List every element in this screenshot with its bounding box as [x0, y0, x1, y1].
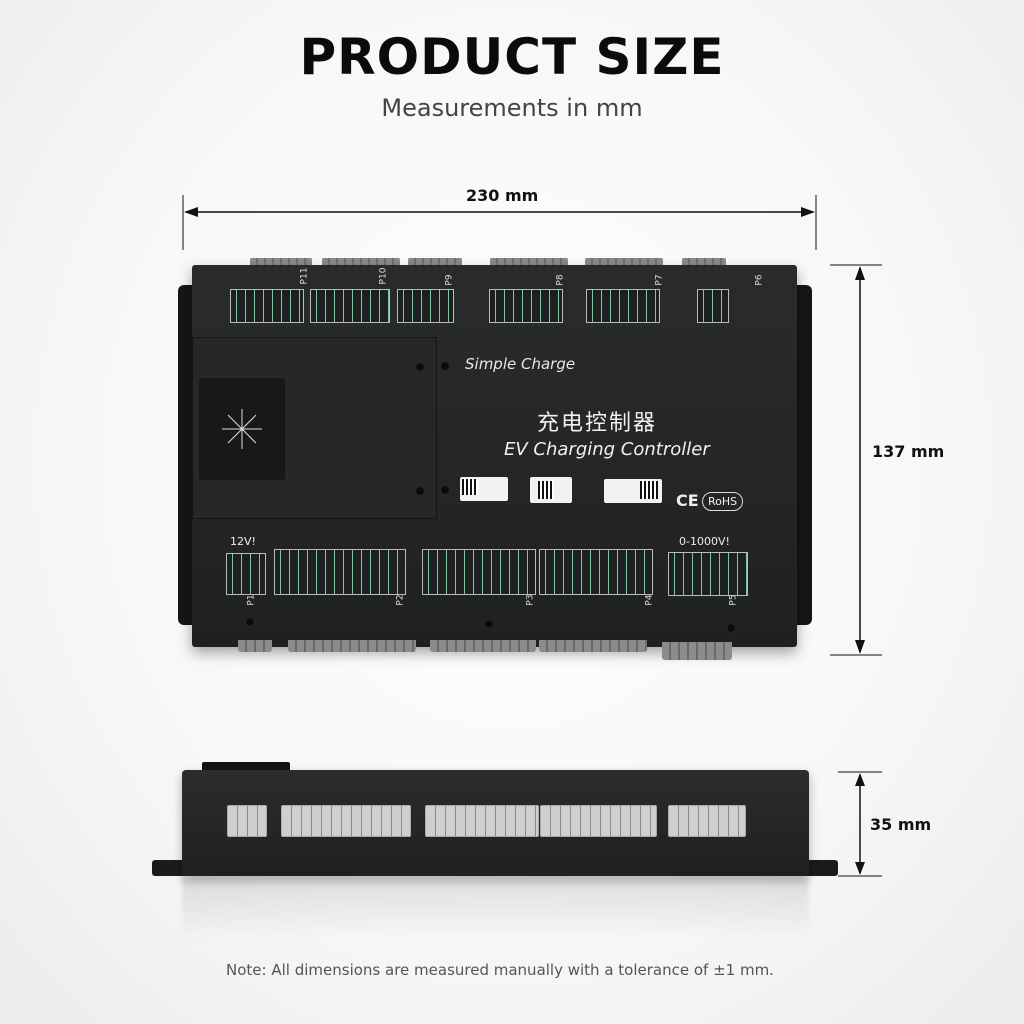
port-label-p1: P1: [246, 594, 257, 606]
screw: [245, 617, 255, 627]
connector-plug-p3: [430, 640, 536, 652]
terminal-block-p10: [310, 289, 390, 323]
port-label-p3: P3: [525, 594, 536, 606]
port-label-p6: P6: [754, 274, 765, 286]
port-label-p2: P2: [395, 594, 406, 606]
connector-plug-p5: [662, 642, 732, 660]
terminal-block-p2: [274, 549, 406, 595]
footer-note: Note: All dimensions are measured manual…: [226, 961, 774, 979]
side-connector-p1: [227, 805, 267, 837]
connector-plug-p6: [682, 258, 726, 266]
fan-cover-plate: [192, 337, 437, 519]
port-label-p11: P11: [299, 267, 310, 285]
cooling-fan: [199, 378, 285, 480]
brand-name: Simple Charge: [465, 355, 576, 373]
width-arrow-right: [801, 207, 815, 217]
screw: [415, 362, 425, 372]
side-connector-p3: [425, 805, 539, 837]
product-title-en: EV Charging Controller: [504, 439, 710, 460]
connector-plug-p2: [288, 640, 416, 652]
terminal-block-p11: [230, 289, 304, 323]
depth-label: 35 mm: [870, 815, 932, 834]
qr-code-icon: [462, 479, 478, 495]
port-label-p10: P10: [378, 267, 389, 285]
screw: [440, 361, 450, 371]
connector-plug-p4: [539, 640, 647, 652]
terminal-block-p5: [668, 552, 748, 596]
product-title-cn: 充电控制器: [537, 411, 658, 436]
depth-arrow-top: [855, 773, 865, 786]
port-label-p8: P8: [555, 274, 566, 286]
port-label-p5: P5: [728, 594, 739, 606]
charging-controller-top-view: P11 P10 P9 P8 P7 P6 Simple Charge 充电控制器 …: [192, 265, 797, 647]
qr-code-icon: [538, 481, 554, 499]
port-label-p7: P7: [654, 274, 665, 286]
connector-plug-p11: [250, 258, 312, 266]
ce-mark: CE: [676, 491, 699, 510]
terminal-block-p3: [422, 549, 536, 595]
rohs-badge: RoHS: [702, 492, 744, 511]
screw: [440, 485, 450, 495]
width-arrow-left: [184, 207, 198, 217]
terminal-block-p6: [697, 289, 729, 323]
terminal-block-p7: [586, 289, 660, 323]
terminal-block-p1: [226, 553, 266, 595]
fan-icon: [222, 409, 262, 449]
side-view-reflection: [182, 878, 809, 938]
height-arrow-top: [855, 266, 865, 280]
connector-plug-p1: [238, 640, 272, 652]
depth-arrow-bottom: [855, 862, 865, 875]
page-subtitle: Measurements in mm: [381, 94, 643, 122]
side-connector-p5: [668, 805, 746, 837]
voltage-label-low: 12V!: [230, 535, 256, 548]
width-label: 230 mm: [466, 186, 539, 205]
page-title: PRODUCT SIZE: [299, 28, 725, 86]
side-connector-p4: [540, 805, 657, 837]
voltage-label-high: 0-1000V!: [679, 535, 730, 548]
connector-plug-p9: [408, 258, 462, 266]
terminal-block-p9: [397, 289, 454, 323]
terminal-block-p4: [539, 549, 653, 595]
port-label-p9: P9: [444, 274, 455, 286]
connector-plug-p7: [585, 258, 663, 266]
qr-code-icon: [640, 481, 658, 499]
height-arrow-bottom: [855, 640, 865, 654]
screw: [484, 619, 494, 629]
screw: [415, 486, 425, 496]
screw: [726, 623, 736, 633]
connector-plug-p8: [490, 258, 568, 266]
port-label-p4: P4: [644, 594, 655, 606]
side-connector-p2: [281, 805, 411, 837]
connector-plug-p10: [322, 258, 400, 266]
terminal-block-p8: [489, 289, 563, 323]
height-label: 137 mm: [872, 442, 945, 461]
